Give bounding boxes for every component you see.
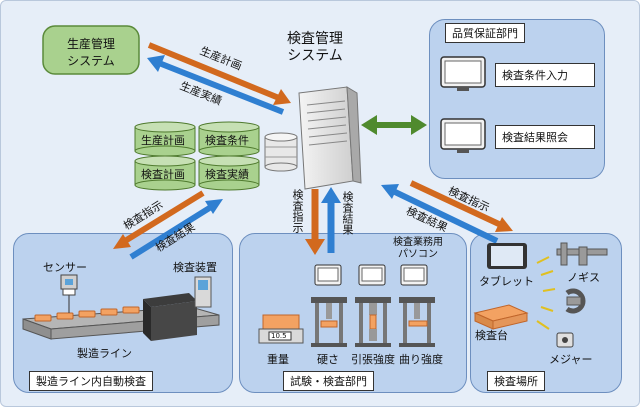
scale-value: 10.5 — [271, 332, 287, 340]
actual-arrow — [147, 55, 285, 115]
test-instruction-arrow — [305, 189, 325, 255]
db-label-4: 検査実績 — [205, 168, 249, 181]
hardness-tester-icon — [311, 297, 347, 347]
server-icon — [298, 86, 362, 190]
test-result-label: 検査結果 — [341, 191, 354, 235]
scale-icon — [258, 314, 304, 344]
line-auto-title: 製造ライン内自動検査 — [29, 371, 153, 391]
db-cylinder-2 — [198, 121, 260, 157]
wireless-lines — [536, 256, 556, 330]
quality-link-arrow — [361, 115, 427, 135]
device-label: 検査装置 — [173, 261, 217, 274]
pc-label: 検査業務用 パソコン — [393, 237, 443, 260]
test-instruction-label: 検査指示 — [291, 189, 304, 233]
db-cylinder-4 — [198, 155, 260, 191]
test-label-bending: 曲り強度 — [399, 353, 443, 366]
db-cylinder-1 — [134, 121, 196, 157]
table-label: 検査台 — [475, 329, 508, 342]
plan-arrow — [147, 42, 291, 105]
quality-item-2: 検査結果照会 — [495, 125, 595, 149]
caliper-icon — [556, 242, 608, 266]
db-cylinder-3 — [134, 155, 196, 191]
test-label-tensile: 引張強度 — [351, 353, 395, 366]
db-label-2: 検査条件 — [205, 134, 249, 147]
production-system-label: 生産管理 システム — [66, 37, 115, 68]
tablet-label: タブレット — [479, 275, 534, 288]
tensile-tester-icon — [355, 297, 391, 347]
sensor-icon — [60, 274, 78, 313]
db-label-3: 検査計画 — [141, 168, 185, 181]
tablet-icon — [487, 243, 527, 269]
line-instruction-arrow — [113, 190, 205, 249]
site-result-arrow — [381, 184, 499, 244]
bending-tester-icon — [399, 297, 435, 347]
production-system-box — [42, 25, 140, 75]
site-instruction-arrow — [409, 180, 513, 232]
micrometer-icon — [565, 288, 586, 314]
monitor-icon-2 — [440, 118, 486, 153]
quality-item-1: 検査条件入力 — [495, 63, 595, 87]
test-monitor-3 — [400, 264, 428, 286]
inspection-site-title: 検査場所 — [487, 371, 545, 391]
sensor-label: センサー — [43, 261, 87, 274]
measure-label: メジャー — [549, 353, 593, 366]
test-label-weight: 重量 — [267, 353, 289, 366]
test-monitor-2 — [358, 264, 386, 286]
caliper-label: ノギス — [567, 271, 600, 284]
line-result-arrow — [129, 199, 223, 260]
test-result-arrow — [321, 187, 341, 253]
inspection-device-icon — [143, 276, 212, 341]
server-db-icon — [264, 132, 298, 172]
db-label-1: 生産計画 — [141, 134, 185, 147]
test-label-hardness: 硬さ — [317, 353, 339, 366]
test-monitor-1 — [314, 264, 342, 286]
center-system-title: 検査管理 システム — [287, 31, 343, 64]
quality-dept-title: 品質保証部門 — [445, 23, 525, 43]
inspection-table-icon — [473, 304, 529, 330]
tape-measure-icon — [556, 332, 574, 348]
test-dept-title: 試験・検査部門 — [283, 371, 374, 391]
line-label: 製造ライン — [77, 347, 132, 360]
monitor-icon-1 — [440, 56, 486, 91]
